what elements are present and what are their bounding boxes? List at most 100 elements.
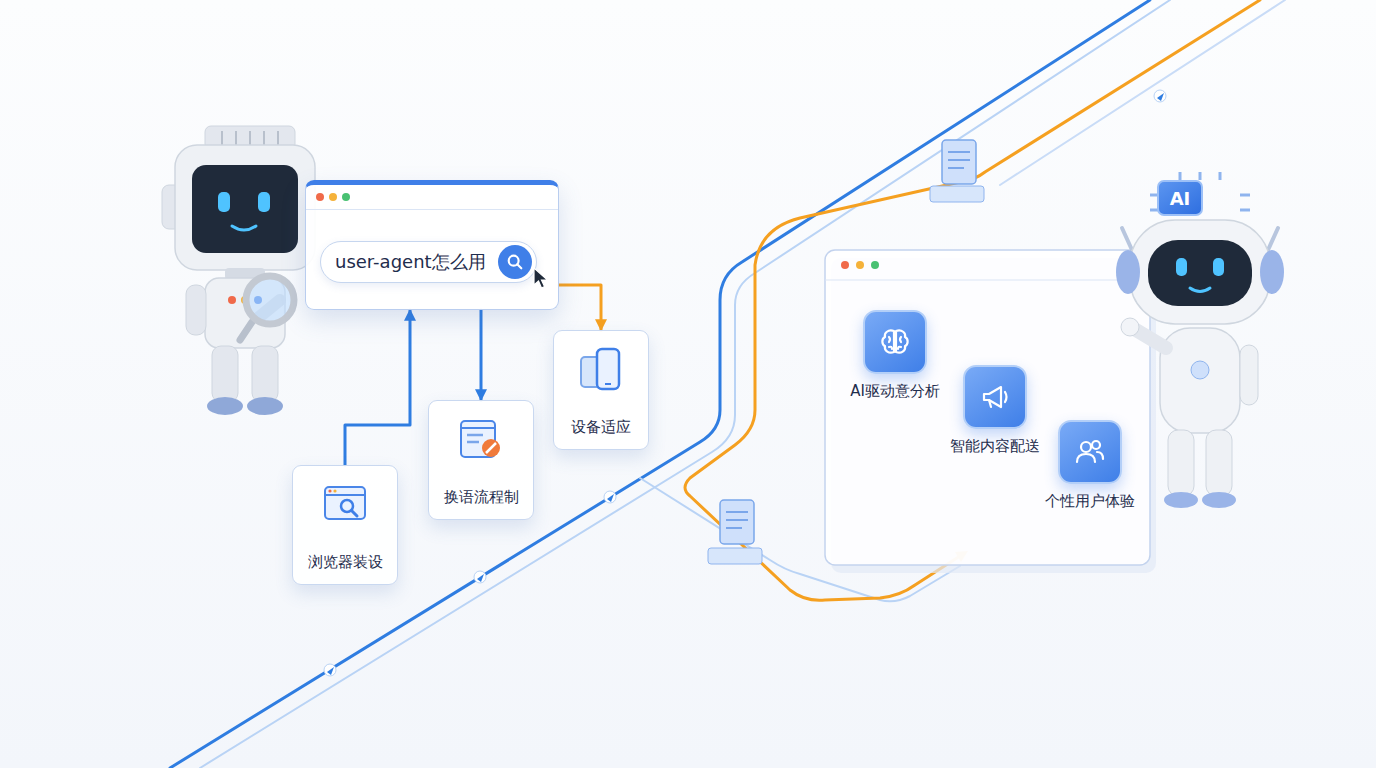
document-icon-part [942, 140, 976, 184]
search-robot-part [240, 322, 252, 340]
step-icon [457, 415, 505, 463]
label-text: AI [1170, 188, 1191, 209]
feature-icon-part-part [889, 337, 901, 349]
feature-tile: 智能内容配送 [940, 365, 1050, 456]
step-card: 换语流程制 [428, 400, 534, 520]
flow-lines-part [685, 0, 1260, 600]
search-robot-part [228, 296, 236, 304]
ai-robot-part [1240, 209, 1250, 212]
feature-icon-part [877, 324, 913, 360]
feature-panel-part [825, 280, 1150, 281]
ai-robot-part [1206, 430, 1232, 496]
mouse-cursor-part [532, 266, 552, 290]
document-icon-part [726, 527, 742, 529]
search-robot-part [246, 276, 294, 324]
ai-robot-part [1191, 361, 1209, 379]
document-icon-part [726, 511, 748, 513]
step-icon-part-part [352, 511, 358, 517]
step-icon-part-part [333, 489, 336, 492]
search-robot-part [218, 192, 230, 212]
ai-robot-part [1160, 328, 1240, 433]
step-icon-part-part [461, 427, 495, 429]
feature-icon-part-part [1005, 392, 1007, 402]
ai-robot-part [1179, 172, 1182, 180]
flow-connector [480, 310, 483, 400]
search-robot-part [235, 131, 237, 145]
search-robot-part [186, 285, 206, 335]
feature-icon-part-part [1077, 454, 1095, 462]
document-icon [930, 140, 984, 202]
ai-robot-part [1168, 430, 1194, 496]
ai-robot-part [1202, 492, 1236, 508]
flow-markers-part [474, 571, 486, 583]
document-icon-part [948, 151, 970, 153]
search-robot-part [175, 145, 315, 270]
search-robot-part [232, 226, 256, 230]
ai-robot-part [1148, 240, 1252, 306]
window-dot [316, 193, 324, 201]
step-icon-part-part [597, 349, 619, 389]
feature-icon-part-part [984, 387, 1001, 407]
search-bar: user-agent怎么用 [320, 241, 537, 283]
feature-icon-part-part [989, 400, 991, 407]
feature-panel-part [856, 261, 864, 269]
step-label: 换语流程制 [444, 488, 519, 507]
search-robot-part [212, 346, 238, 402]
ai-robot-part [1130, 220, 1270, 324]
flow-lines [170, 0, 1285, 768]
ai-robot-part [1240, 345, 1258, 405]
step-icon-part-part [328, 489, 331, 492]
flow-connector [559, 285, 601, 330]
feature-icon [863, 310, 927, 374]
search-button [498, 245, 532, 279]
flow-markers [324, 90, 1166, 676]
step-icon-part-part [325, 487, 365, 519]
document-icon-part [720, 500, 754, 544]
step-icon-part-part [486, 443, 496, 453]
ai-robot-part [1121, 318, 1139, 336]
feature-panel [825, 250, 1156, 573]
feature-panel-part [871, 261, 879, 269]
search-button-part-part [517, 264, 521, 268]
ai-robot-part [1213, 258, 1224, 276]
search-query: user-agent怎么用 [335, 250, 486, 274]
feature-panel-part [841, 261, 849, 269]
ai-robot-part [1219, 172, 1222, 180]
search-button-part [506, 253, 524, 271]
step-icon-part-part [467, 441, 479, 444]
feature-tile: 个性用户体验 [1035, 420, 1145, 511]
document-icon-part [708, 548, 762, 564]
search-robot-part [277, 131, 279, 145]
document-icon-part [726, 519, 748, 521]
ai-robot-part [1116, 250, 1140, 294]
search-robot-part [207, 397, 243, 415]
document-icon [708, 500, 762, 564]
step-icon-part [321, 480, 369, 528]
feature-icon-part-part [1081, 442, 1091, 452]
ai-robot-part [1164, 492, 1198, 508]
flow-markers-part [477, 574, 484, 582]
feature-label: AI驱动意分析 [850, 382, 940, 401]
flow-connector [345, 310, 410, 465]
flow-markers-part [324, 664, 336, 676]
title-bar [306, 185, 558, 210]
step-label: 设备适应 [571, 418, 631, 437]
search-robot-part [221, 131, 223, 145]
step-label: 浏览器装设 [308, 553, 383, 572]
search-robot-part [258, 192, 270, 212]
feature-icon [963, 365, 1027, 429]
document-icon-part [948, 159, 970, 161]
step-icon-part-part [325, 494, 365, 496]
feature-icon [1058, 420, 1122, 484]
step-icon-part-part [467, 434, 483, 437]
flow-markers-part [1157, 93, 1164, 101]
feature-panel-part [825, 250, 1150, 565]
feature-icon-part [1072, 434, 1108, 470]
ai-robot-part [1190, 288, 1210, 292]
step-icon [321, 480, 369, 528]
ai-robot-part [1260, 250, 1284, 294]
feature-icon-part-part [1092, 441, 1100, 449]
window-dot [329, 193, 337, 201]
step-icon-part [577, 345, 625, 393]
